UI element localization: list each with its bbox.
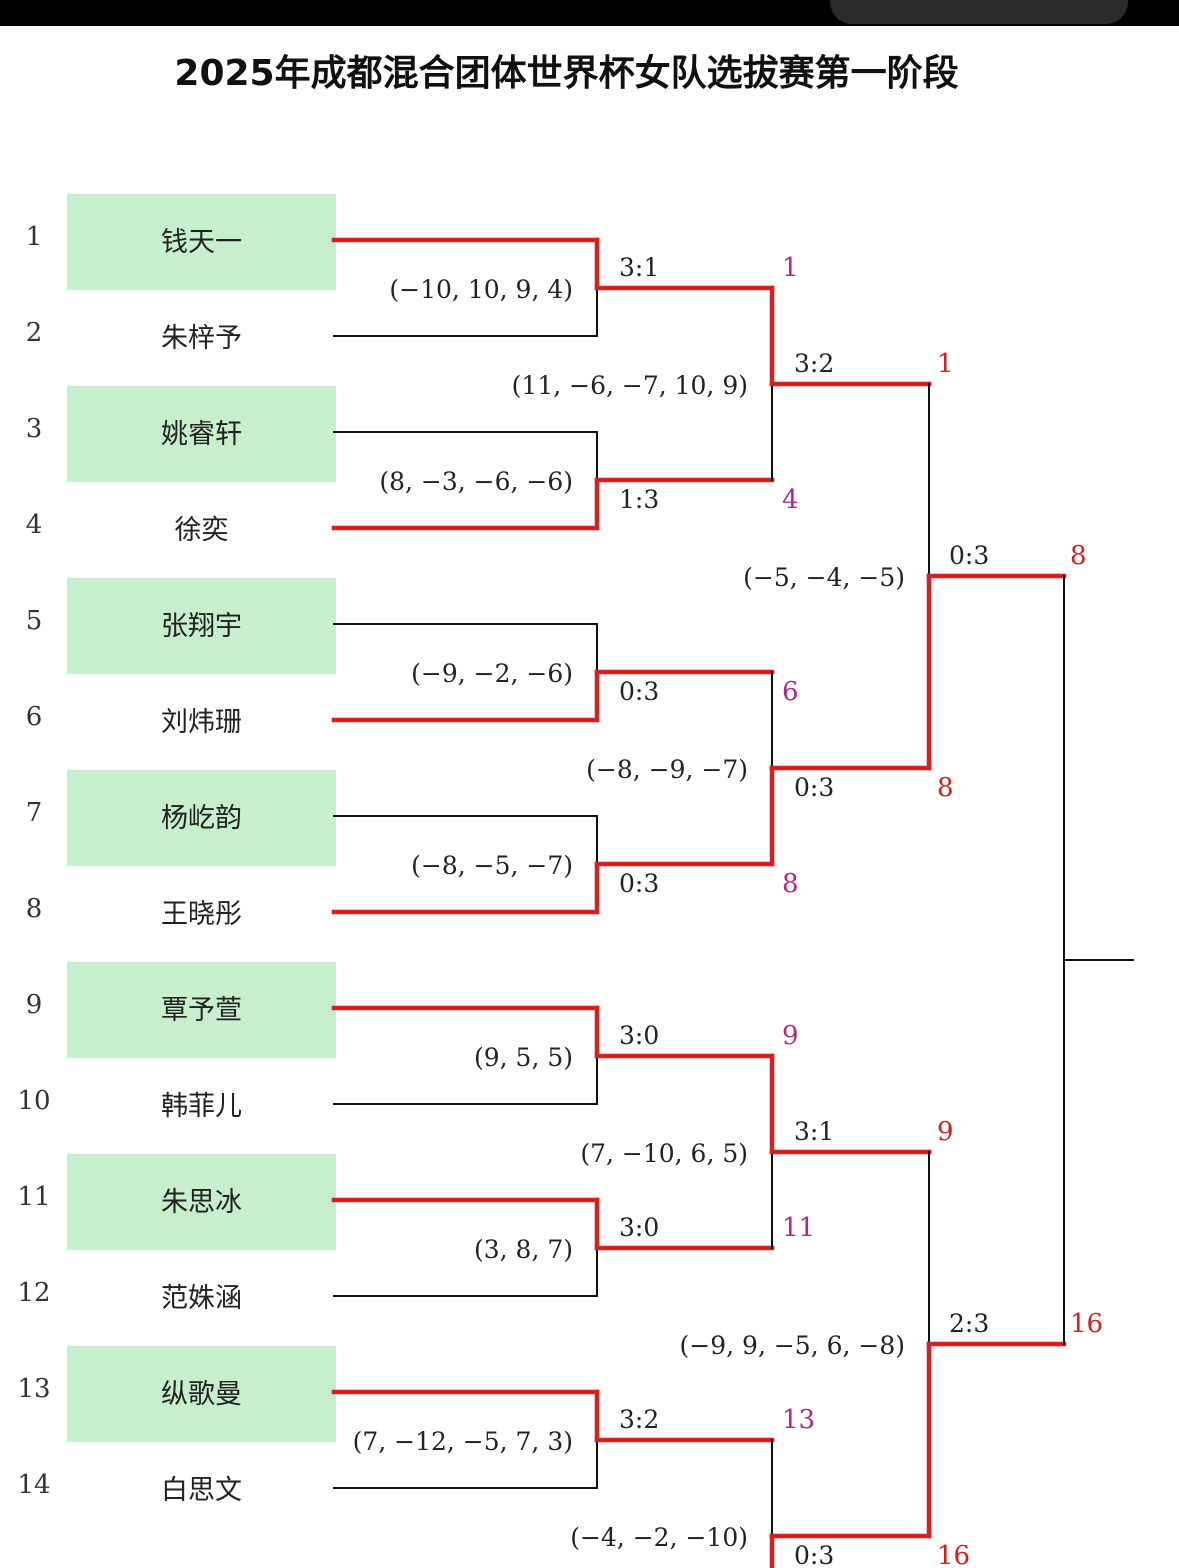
seed-highlight [67,770,336,866]
match-score: 3:0 [619,1021,659,1050]
seed-highlight [67,386,336,482]
game-scores: (8, −3, −6, −6) [379,467,573,496]
player-name: 钱天一 [161,227,242,258]
player-name: 杨屹韵 [161,803,242,834]
game-scores: (−4, −2, −10) [570,1523,748,1552]
match-score: 3:0 [619,1213,659,1242]
player-name: 张翔宇 [161,611,242,642]
game-scores: (−10, 10, 9, 4) [389,275,573,304]
game-scores: (9, 5, 5) [474,1043,573,1072]
game-scores: (3, 8, 7) [474,1235,573,1264]
seed-number: 6 [25,702,43,732]
seed-number: 10 [17,1086,51,1116]
seed-highlight [67,1154,336,1250]
seed-number: 1 [25,222,43,252]
player-name: 徐奕 [174,515,229,546]
match-winner: 8 [937,773,954,803]
seed-number: 4 [25,510,43,540]
seed-number: 8 [25,894,43,924]
match-score: 0:3 [949,541,989,570]
match-winner: 16 [937,1541,970,1568]
game-scores: (−8, −9, −7) [586,755,748,784]
player-name: 范姝涵 [161,1283,242,1314]
game-scores: (−5, −4, −5) [743,563,905,592]
status-bar [0,0,1179,26]
player-name: 王晓彤 [161,899,242,930]
player-name: 朱思冰 [161,1187,242,1218]
seed-number: 9 [25,990,43,1020]
match-winner: 9 [937,1117,954,1147]
seed-highlight [67,194,336,290]
page-title: 2025年成都混合团体世界杯女队选拔赛第一阶段 [174,53,959,94]
seed-highlight [67,962,336,1058]
game-scores: (−8, −5, −7) [411,851,573,880]
seed-number: 13 [17,1374,51,1404]
game-scores: (11, −6, −7, 10, 9) [512,371,748,400]
seed-number: 12 [17,1278,51,1308]
match-winner: 1 [937,349,954,379]
seed-number: 7 [25,798,43,828]
match-score: 3:1 [619,253,659,282]
player-name: 覃予萱 [161,995,242,1026]
match-score: 1:3 [619,485,659,514]
match-winner: 6 [782,677,799,707]
match-score: 0:3 [619,677,659,706]
player-name: 姚睿轩 [161,419,242,450]
match-winner: 13 [782,1405,815,1435]
match-winner: 9 [782,1021,799,1051]
match-winner: 4 [782,485,799,515]
game-scores: (−9, −2, −6) [411,659,573,688]
status-pill [830,0,1128,24]
player-name: 纵歌曼 [161,1379,242,1410]
seed-number: 14 [17,1470,51,1500]
match-score: 3:2 [794,349,834,378]
game-scores: (7, −12, −5, 7, 3) [353,1427,573,1456]
match-score: 0:3 [619,869,659,898]
seed-number: 5 [25,606,43,636]
seed-number: 11 [17,1182,51,1212]
match-score: 3:1 [794,1117,834,1146]
player-name: 刘炜珊 [161,707,242,738]
player-name: 韩菲儿 [161,1091,242,1122]
match-winner: 8 [782,869,799,899]
game-scores: (−9, 9, −5, 6, −8) [680,1331,905,1360]
seed-number: 3 [25,414,43,444]
match-score: 2:3 [949,1309,989,1338]
match-winner: 16 [1070,1309,1103,1339]
match-winner: 11 [782,1213,815,1243]
match-score: 0:3 [794,1541,834,1568]
match-score: 3:2 [619,1405,659,1434]
match-winner: 8 [1070,541,1087,571]
match-winner: 1 [782,253,799,283]
seed-highlight [67,1346,336,1442]
player-name: 白思文 [161,1475,242,1506]
game-scores: (7, −10, 6, 5) [580,1139,748,1168]
seed-highlight [67,578,336,674]
seed-number: 2 [25,318,43,348]
player-name: 朱梓予 [161,323,242,354]
match-score: 0:3 [794,773,834,802]
